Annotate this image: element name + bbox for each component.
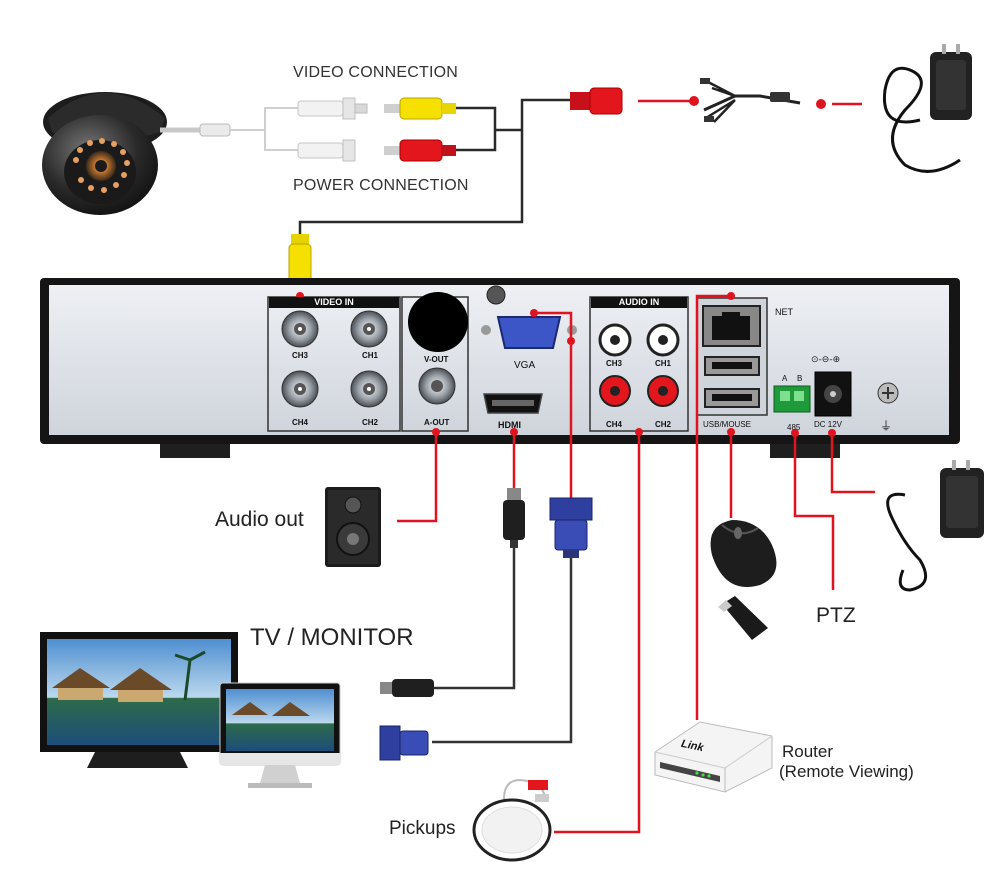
power-barrel-plug: [570, 87, 623, 115]
dome-camera-icon: [42, 92, 167, 215]
hdmi-port[interactable]: [483, 393, 543, 414]
audio-out-label: Audio out: [215, 508, 304, 531]
audio-out-wire: [397, 432, 438, 523]
vga-plug-icon: [549, 497, 593, 558]
rs485-wire: [793, 433, 835, 590]
svg-text:⊙-⊖-⊕: ⊙-⊖-⊕: [811, 355, 840, 365]
hdmi-wire: [432, 545, 516, 690]
net-port[interactable]: [702, 305, 761, 347]
vga-wire: [432, 552, 573, 744]
ch4-label: CH4: [292, 418, 309, 427]
audio-in-ch3[interactable]: [598, 323, 632, 357]
usb-mouse-label: USB/MOUSE: [703, 420, 752, 429]
usb-port-1[interactable]: [704, 356, 760, 376]
ground-screw: [877, 382, 899, 404]
hdmi-plug-icon: [503, 488, 525, 548]
hdmi-label: HDMI: [498, 420, 521, 430]
v-out-label: V-OUT: [424, 355, 449, 364]
audio-ch2-label: CH2: [655, 420, 672, 429]
bnc-ch3[interactable]: [281, 310, 319, 348]
power-adapter-icon: [886, 460, 984, 592]
mouse-icon: [710, 520, 777, 587]
audio-in-heading: AUDIO IN: [591, 297, 687, 308]
ch2-label: CH2: [362, 418, 379, 427]
bnc-ch4[interactable]: [281, 370, 319, 408]
camera-video-plug: [297, 97, 368, 120]
v-out-port[interactable]: [408, 292, 468, 352]
rs485-terminal[interactable]: [773, 385, 811, 413]
audio-in-ch1[interactable]: [646, 323, 680, 357]
microphone-icon: [472, 778, 552, 862]
remote-viewing-label: (Remote Viewing): [779, 762, 914, 781]
audio-in-ch2[interactable]: [647, 375, 679, 407]
power-connection-label: POWER CONNECTION: [293, 177, 469, 194]
audio-ch4-label: CH4: [606, 420, 623, 429]
a-out-label: A-OUT: [424, 418, 450, 427]
audio-ch1-label: CH1: [655, 359, 672, 368]
pickups-label: Pickups: [389, 818, 456, 839]
vga-cable-plug: [379, 725, 429, 761]
router-icon: [654, 721, 773, 793]
dc-power-port[interactable]: [814, 371, 852, 417]
small-monitor-icon: [219, 682, 341, 788]
dc-wire: [830, 433, 875, 494]
svg-text:⏚: ⏚: [880, 419, 892, 433]
usb-stick-icon: [718, 596, 768, 640]
usb-port-2[interactable]: [704, 388, 760, 408]
a-out-port[interactable]: [418, 367, 456, 405]
video-in-heading: VIDEO IN: [269, 297, 399, 308]
net-wire: [695, 294, 731, 720]
audio-ch3-label: CH3: [606, 359, 623, 368]
ch3-label: CH3: [292, 351, 309, 360]
monitor-icon: [40, 632, 238, 768]
ptz-label: PTZ: [816, 604, 856, 627]
net-label: NET: [775, 307, 793, 317]
bnc-ch2[interactable]: [350, 370, 388, 408]
dvr-recorder: ⊙-⊖-⊕ ⏚: [40, 278, 960, 458]
vga-label: VGA: [514, 360, 536, 371]
a-label: A: [782, 374, 788, 383]
router-label: Router: [782, 742, 834, 761]
b-label: B: [797, 374, 803, 383]
camera-cable-bundle: [456, 98, 575, 152]
dc12v-label: DC 12V: [814, 420, 843, 429]
vga-port[interactable]: [481, 316, 577, 349]
video-connection-label: VIDEO CONNECTION: [293, 64, 458, 81]
ch1-label: CH1: [362, 351, 379, 360]
audio-in-wire: [554, 432, 641, 834]
camera-power-plug: [297, 139, 356, 162]
hdmi-cable-plug: [380, 679, 434, 697]
audio-in-ch4[interactable]: [599, 375, 631, 407]
rs485-label: 485: [787, 423, 801, 432]
power-adapter-icon: [882, 44, 972, 173]
speaker-icon: [325, 487, 381, 567]
bnc-ch1[interactable]: [350, 310, 388, 348]
splitter-icon: [700, 78, 801, 123]
yellow-rca-plug: [384, 97, 456, 120]
tv-monitor-label: TV / MONITOR: [250, 624, 414, 651]
red-power-plug: [384, 139, 456, 162]
